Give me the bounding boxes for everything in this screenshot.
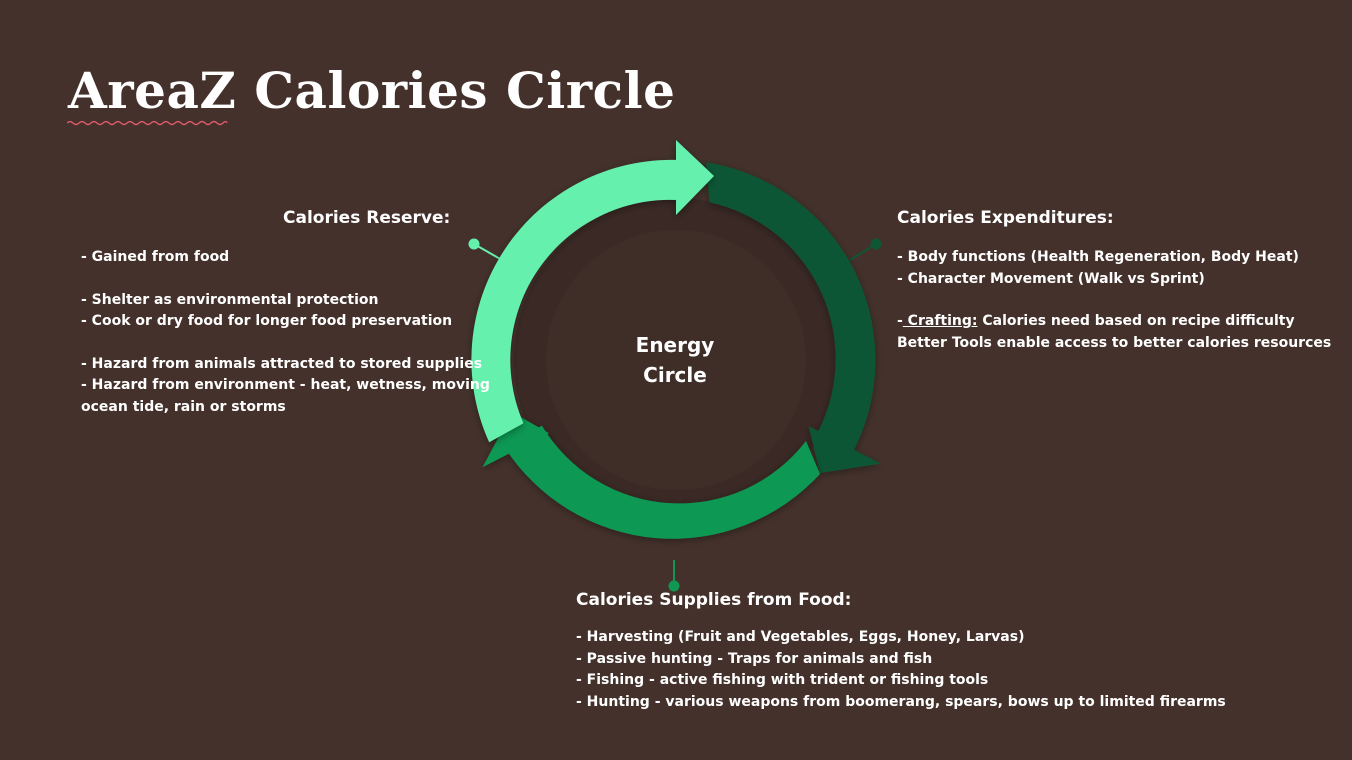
arc-expenditures	[706, 162, 881, 474]
list-item: - Passive hunting - Traps for animals an…	[576, 650, 933, 667]
supplies-heading: Calories Supplies from Food:	[576, 590, 852, 610]
list-item: ocean tide, rain or storms	[81, 398, 286, 415]
expenditures-heading: Calories Expenditures:	[897, 208, 1114, 228]
reserve-list: - Gained from food - Shelter as environm…	[81, 247, 490, 418]
list-item: Better Tools enable access to better cal…	[897, 334, 1332, 351]
list-item: - Cook or dry food for longer food prese…	[81, 313, 453, 329]
expenditures-list: - Body functions (Health Regeneration, B…	[897, 247, 1331, 354]
list-item: - Gained from food	[81, 249, 230, 265]
supplies-connector	[668, 560, 680, 592]
center-label: Energy Circle	[600, 330, 750, 390]
center-label-line2: Circle	[643, 363, 707, 387]
supplies-list: - Harvesting (Fruit and Vegetables, Eggs…	[576, 627, 1226, 713]
arc-reserve	[471, 140, 714, 443]
arc-supplies	[482, 412, 820, 539]
list-item: - Harvesting (Fruit and Vegetables, Eggs…	[576, 629, 1025, 645]
list-item: - Hazard from environment - heat, wetnes…	[81, 377, 490, 393]
spellcheck-underline	[67, 120, 228, 126]
slide-title: AreaZ Calories Circle	[68, 61, 676, 120]
expenditures-connector	[849, 238, 882, 261]
list-item: - Hunting - various weapons from boomera…	[576, 693, 1226, 710]
reserve-connector	[468, 238, 503, 261]
crafting-item: - Crafting: Calories need based on recip…	[897, 313, 1295, 329]
crafting-label: Crafting:	[902, 313, 978, 329]
list-item: - Character Movement (Walk vs Sprint)	[897, 270, 1205, 287]
center-label-line1: Energy	[635, 333, 715, 357]
list-item: - Fishing - active fishing with trident …	[576, 672, 989, 688]
list-item: - Hazard from animals attracted to store…	[81, 355, 483, 372]
center-disc	[546, 230, 806, 490]
list-item: - Body functions (Health Regeneration, B…	[897, 249, 1299, 265]
reserve-heading: Calories Reserve:	[283, 208, 451, 228]
list-item: - Shelter as environmental protection	[81, 291, 379, 308]
